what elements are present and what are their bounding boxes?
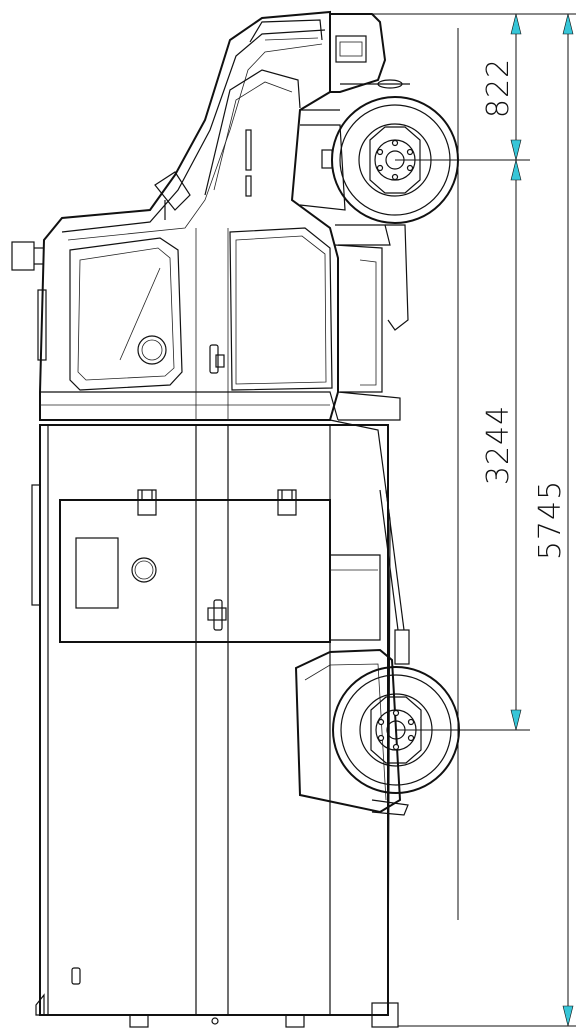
dimension-front-overhang: 822	[481, 58, 516, 118]
cab	[11, 10, 339, 421]
dimension-lines	[372, 13, 576, 1027]
front-wheel	[331, 96, 459, 224]
front-suspension	[334, 224, 409, 421]
arrow-822-top	[510, 13, 522, 35]
arrow-822-bottom	[510, 139, 522, 161]
dimension-overall-length: 5745	[533, 480, 568, 560]
arrow-3244-top	[510, 159, 522, 181]
arrow-3244-bottom	[510, 709, 522, 731]
cargo-box	[31, 419, 410, 1028]
arrow-5745-top	[562, 13, 574, 35]
arrow-5745-bottom	[562, 1005, 574, 1027]
dimension-wheelbase: 3244	[481, 405, 516, 485]
